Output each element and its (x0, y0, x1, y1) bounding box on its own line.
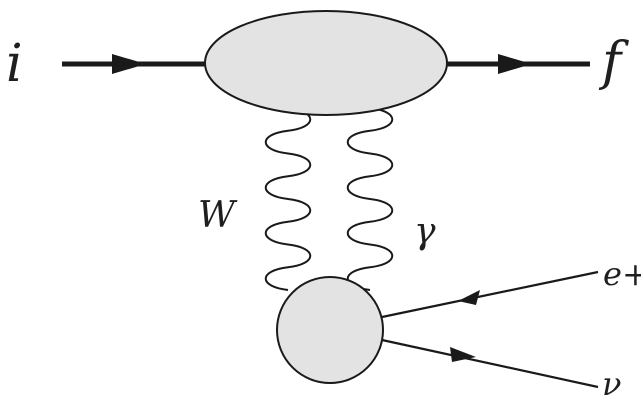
label-positron: e+ (603, 255, 641, 293)
positron-arrow-icon (458, 290, 480, 305)
neutrino-line (381, 338, 599, 389)
positron-line (381, 270, 599, 319)
label-neutrino: ν (602, 365, 622, 403)
incoming-arrow-icon (112, 54, 146, 74)
label-final-state: f (602, 32, 622, 92)
lower-vertex-blob (276, 276, 384, 384)
label-initial-state: i (6, 34, 23, 94)
outgoing-arrow-icon (498, 54, 532, 74)
label-w-boson: W (198, 195, 236, 236)
neutrino-arrow-icon (450, 347, 476, 362)
upper-vertex-blob (204, 10, 448, 116)
feynman-diagram (62, 10, 599, 389)
photon-line (347, 107, 393, 291)
w-boson-line (265, 107, 312, 291)
label-photon: γ (414, 211, 436, 252)
